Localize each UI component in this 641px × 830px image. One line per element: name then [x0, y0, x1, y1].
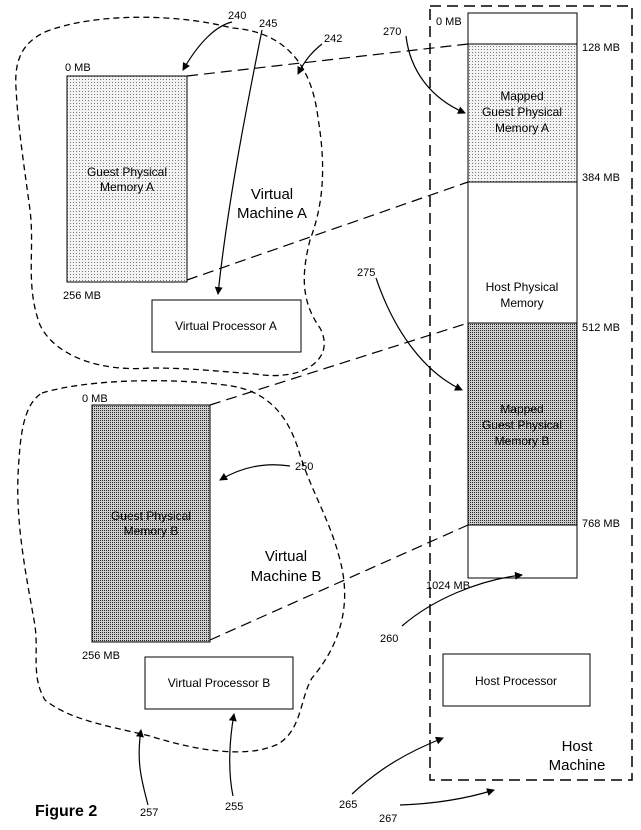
- host-machine-title-2: Machine: [549, 757, 606, 774]
- arrow-257: [135, 729, 149, 806]
- ref-265: 265: [339, 799, 357, 811]
- host-physical-memory-label-1: Host Physical: [486, 280, 559, 294]
- mapping-line-b-top: [209, 322, 469, 406]
- host-384mb-label: 384 MB: [582, 172, 620, 184]
- mapped-b-label-1: Mapped: [500, 402, 543, 416]
- arrow-265: [351, 736, 444, 795]
- vm-b-boundary: [17, 380, 346, 753]
- ref-250: 250: [295, 461, 313, 473]
- guest-physical-memory-b: [91, 404, 211, 643]
- mapping-line-b-bottom: [209, 524, 469, 641]
- host-1024mb-label: 1024 MB: [426, 580, 470, 592]
- virtual-processor-a: [151, 299, 302, 353]
- vm-a-0mb-label: 0 MB: [65, 62, 91, 74]
- vm-b-title-2: Machine B: [251, 568, 322, 585]
- arrow-250: [219, 464, 291, 481]
- mapped-guest-memory-a: [467, 43, 578, 183]
- arrow-267: [399, 788, 495, 806]
- ref-275: 275: [357, 267, 375, 279]
- host-physical-memory-label-2: Memory: [500, 296, 543, 310]
- ref-260: 260: [380, 633, 398, 645]
- arrow-260: [401, 571, 523, 627]
- mapped-b-label-3: Memory B: [495, 434, 550, 448]
- figure-label: Figure 2: [35, 803, 97, 820]
- virtual-processor-b-label: Virtual Processor B: [168, 676, 271, 690]
- vm-b-256mb-label: 256 MB: [82, 650, 120, 662]
- mapped-b-label-2: Guest Physical: [482, 418, 562, 432]
- host-0mb-label: 0 MB: [436, 16, 462, 28]
- guest-physical-memory-a: [66, 75, 188, 283]
- host-machine-title-1: Host: [562, 738, 594, 755]
- mapped-guest-memory-b: [467, 322, 578, 526]
- host-machine-boundary: [429, 5, 633, 781]
- arrow-255: [228, 713, 237, 797]
- ref-255: 255: [225, 801, 243, 813]
- vm-a-boundary: [15, 16, 325, 377]
- guest-memory-b-label-2: Memory B: [124, 524, 179, 538]
- arrow-240: [182, 21, 233, 71]
- host-768mb-label: 768 MB: [582, 518, 620, 530]
- mapped-a-label-3: Memory A: [495, 121, 549, 135]
- arrow-270: [405, 35, 466, 114]
- virtual-processor-b: [144, 656, 294, 710]
- ref-245: 245: [259, 18, 277, 30]
- mapping-line-a-top: [186, 43, 469, 77]
- arrow-242: [297, 43, 323, 75]
- ref-257: 257: [140, 807, 158, 819]
- mapping-line-a-bottom: [186, 181, 469, 281]
- vm-a-256mb-label: 256 MB: [63, 290, 101, 302]
- vm-a-title-2: Machine A: [237, 205, 307, 222]
- arrow-245: [214, 29, 263, 295]
- guest-memory-b-label-1: Guest Physical: [111, 509, 191, 523]
- host-128mb-label: 128 MB: [582, 42, 620, 54]
- mapped-a-label-1: Mapped: [500, 89, 543, 103]
- vm-a-title-1: Virtual: [251, 186, 293, 203]
- host-processor-label: Host Processor: [475, 674, 557, 688]
- virtual-processor-a-label: Virtual Processor A: [175, 319, 277, 333]
- host-512mb-label: 512 MB: [582, 322, 620, 334]
- ref-270: 270: [383, 26, 401, 38]
- ref-267: 267: [379, 813, 397, 825]
- arrow-275: [375, 277, 463, 391]
- ref-242: 242: [324, 33, 342, 45]
- vm-b-title-1: Virtual: [265, 548, 307, 565]
- ref-240: 240: [228, 10, 246, 22]
- host-processor: [442, 653, 591, 707]
- guest-memory-a-label-1: Guest Physical: [87, 165, 167, 179]
- vm-b-0mb-label: 0 MB: [82, 393, 108, 405]
- mapped-a-label-2: Guest Physical: [482, 105, 562, 119]
- guest-memory-a-label-2: Memory A: [100, 180, 154, 194]
